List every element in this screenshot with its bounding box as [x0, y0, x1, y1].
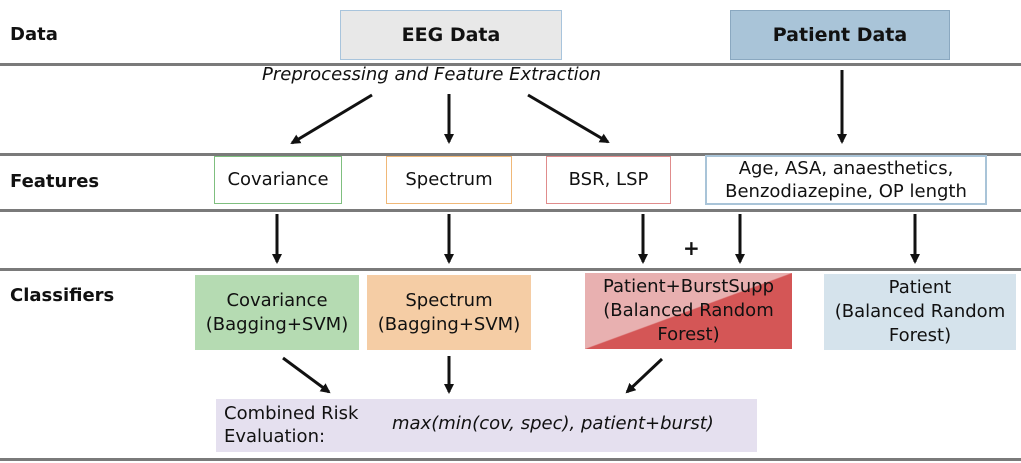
classifier-covariance-line2: (Bagging+SVM) — [205, 313, 349, 335]
separator-line — [0, 153, 1021, 156]
arrow-burst-to-combined — [625, 357, 664, 394]
classifier-burstsupp-line1: Patient+BurstSupp — [602, 276, 775, 297]
arrow-to-covariance-feature — [290, 93, 373, 145]
classifier-patient-line2: (Balanced Random — [834, 301, 1006, 322]
combined-label-line2: Evaluation: — [224, 426, 326, 447]
feature-patient-line1: Age, ASA, anaesthetics, — [738, 158, 954, 179]
classifier-spectrum-line2: (Bagging+SVM) — [377, 313, 521, 335]
separator-line — [0, 209, 1021, 212]
eeg-data-box: EEG Data — [340, 10, 562, 60]
eeg-data-label: EEG Data — [401, 24, 501, 46]
classifier-burstsupp-line2: (Balanced Random — [603, 300, 774, 321]
separator-line — [0, 268, 1021, 271]
row-label-data: Data — [10, 24, 58, 45]
arrow-to-bsr-feature — [527, 93, 610, 144]
classifier-burstsupp-box: Patient+BurstSupp (Balanced Random Fores… — [585, 273, 792, 349]
separator-line — [0, 458, 1021, 461]
feature-bsr-lsp-label: BSR, LSP — [568, 169, 649, 190]
combined-label-line1: Combined Risk — [224, 403, 359, 424]
combined-formula: max(min(cov, spec), patient+burst) — [392, 413, 714, 434]
feature-covariance-label: Covariance — [227, 169, 329, 190]
separator-line — [0, 63, 1021, 66]
classifier-spectrum-box: Spectrum (Bagging+SVM) — [367, 275, 531, 350]
classifier-covariance-box: Covariance (Bagging+SVM) — [195, 275, 359, 350]
feature-spectrum-label: Spectrum — [405, 169, 493, 190]
combined-label: Combined Risk Evaluation: — [224, 402, 358, 448]
classifier-patient-line3: Forest) — [888, 325, 952, 346]
arrow-cov-to-combined — [282, 356, 331, 394]
feature-patient-line2: Benzodiazepine, OP length — [725, 181, 967, 202]
classifier-patient-line1: Patient — [888, 277, 952, 298]
preprocessing-label: Preprocessing and Feature Extraction — [262, 64, 602, 85]
feature-covariance-box: Covariance — [214, 156, 342, 204]
classifier-burstsupp-line3: Forest) — [657, 324, 720, 345]
row-label-features: Features — [10, 171, 100, 192]
patient-data-box: Patient Data — [730, 10, 950, 60]
classifier-spectrum-line1: Spectrum — [405, 289, 493, 311]
row-label-classifiers: Classifiers — [10, 285, 115, 306]
combined-evaluation-box: Combined Risk Evaluation: max(min(cov, s… — [216, 399, 757, 452]
feature-bsr-lsp-box: BSR, LSP — [546, 156, 671, 204]
feature-spectrum-box: Spectrum — [386, 156, 512, 204]
patient-data-label: Patient Data — [772, 24, 908, 46]
classifier-covariance-line1: Covariance — [226, 289, 328, 311]
classifier-patient-box: Patient (Balanced Random Forest) — [824, 274, 1016, 350]
feature-patient-box: Age, ASA, anaesthetics, Benzodiazepine, … — [705, 155, 987, 205]
plus-sign: + — [683, 236, 700, 260]
